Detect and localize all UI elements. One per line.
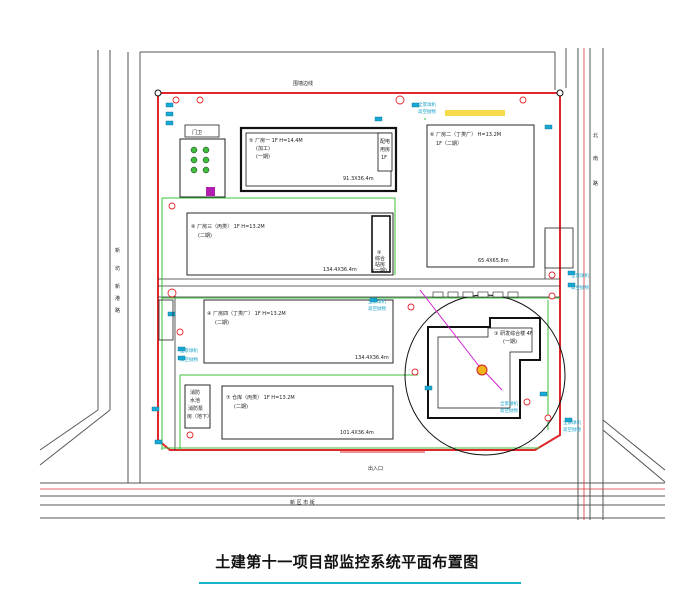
pump-line-2: 水池 [190, 397, 200, 404]
plant3-building [186, 212, 394, 276]
complex-building [371, 215, 391, 273]
camera-note: 高空抛物 [571, 284, 589, 291]
camera-note: 全景球机 [500, 400, 518, 407]
camera-sightline [419, 289, 483, 371]
plant4-dims: 134.4X36.4m [355, 355, 389, 361]
office-title: ③ 研发综合楼 4F [494, 330, 533, 337]
warehouse-subtitle: (二期) [234, 404, 248, 410]
left-road-char: 路 [115, 307, 120, 314]
office-subtitle: (一期) [503, 339, 517, 345]
plant2-dims: 65.4X65.8m [478, 258, 509, 264]
camera-note: 高空抛物 [180, 356, 198, 363]
warehouse-building [221, 385, 394, 440]
office-inner [437, 327, 533, 409]
left-road-char: 新 [115, 283, 120, 290]
guard-room-marker [206, 187, 215, 196]
plant3-dims: 134.4X36.4m [323, 267, 357, 273]
highlight-note [445, 110, 505, 116]
road-lines [39, 48, 666, 520]
pump-line-4: 房（地下） [187, 413, 212, 420]
plant4-building [203, 299, 394, 364]
camera-note: 全景球机 [368, 298, 386, 305]
pump-room [184, 384, 211, 429]
plant3-subtitle: (二期) [198, 233, 212, 239]
plant1-title: ⑤ 厂房一 1F H=14.4M [249, 137, 303, 144]
left-road-char: 坊 [115, 265, 120, 272]
warehouse-dims: 101.4X36.4m [340, 430, 374, 436]
camera-note: 全景球机 [180, 347, 198, 354]
side-room-line-3: 1F [381, 155, 387, 161]
plant4-subtitle: (二期) [215, 320, 229, 326]
right-road-char: 南 [593, 155, 598, 162]
plant3-title: ⑧ 厂房三（丙类） 1F H=13.2M [191, 223, 265, 230]
camera-note: 高空抛物 [500, 407, 518, 414]
entrance-structure [544, 227, 574, 269]
fence-corner-marker [154, 89, 162, 97]
camera-note: 高空抛物 [563, 426, 581, 433]
pump-line-3: 消防泵 [188, 405, 203, 412]
cable-routes [161, 118, 560, 450]
side-room-line-2: 用房 [380, 146, 390, 153]
plant2-building [426, 124, 535, 268]
complex-line-2: 综合 [375, 255, 385, 262]
complex-line-4: (一期) [373, 268, 387, 274]
plant2-subtitle: 1F（二期） [436, 141, 462, 147]
plant1-dims: 91.3X36.4m [343, 176, 374, 182]
guard-room-label: 门卫 [192, 129, 202, 136]
complex-line-3: 站房 [375, 261, 385, 268]
side-room [377, 132, 393, 172]
side-room-line-1: 配电 [380, 138, 390, 145]
right-road-char: 北 [593, 132, 598, 139]
top-wall-label: 围墙边线 [293, 80, 313, 87]
camera-note: 全景球机 [571, 272, 589, 279]
gate-label: 出入口 [368, 465, 383, 472]
plant4-title: ④ 厂房四（丁类厂） 1F H=13.2M [207, 310, 286, 317]
camera-sightline [484, 371, 503, 391]
guard-room-top [184, 124, 220, 138]
fence-corner-marker [556, 89, 564, 97]
camera-note: 高空抛物 [368, 305, 386, 312]
caption-underline [199, 582, 521, 584]
left-gate-structure [158, 299, 174, 341]
bottom-road-label: 新 区 市 街 [290, 499, 315, 506]
guard-room-grid [190, 146, 210, 174]
left-road-char: 港 [115, 295, 120, 302]
plant2-title: ⑥ 厂房二（丁类厂） H=13.2M [430, 131, 501, 138]
parking-slots [432, 291, 519, 298]
camera-note: 全景球机 [418, 101, 436, 108]
right-road-char: 路 [593, 180, 598, 187]
camera-note: 全景球机 [563, 419, 581, 426]
warehouse-title: ⑦ 仓库（丙类） 1F H=13.2M [226, 394, 295, 401]
camera-note: 高空抛物 [418, 108, 436, 115]
left-road-char: 新 [115, 247, 120, 254]
diagram-caption: 土建第十一项目部监控系统平面布置图 [215, 553, 479, 571]
plant1-subtitle-2: (一期) [256, 154, 270, 160]
plant1-building [239, 126, 398, 193]
complex-line-1: ⑨ [377, 250, 381, 256]
camera-icons [167, 95, 556, 439]
panorama-camera-marker [476, 364, 488, 376]
plant1-subtitle-1: (加工) [256, 145, 270, 152]
site-plan: 门卫 ⑤ 厂房一 1F H=14.4M (加工) (一期) 91.3X36.4m… [39, 48, 666, 520]
guard-room [179, 138, 226, 198]
pump-line-1: 消防 [190, 389, 200, 396]
camera-markers [151, 102, 576, 445]
